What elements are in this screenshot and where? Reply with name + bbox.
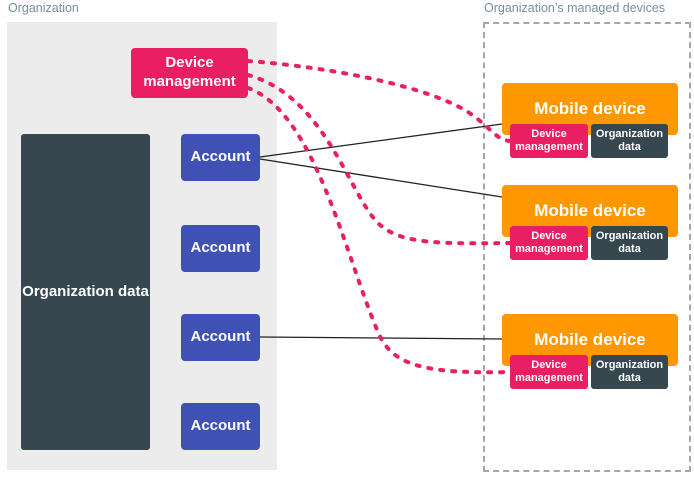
mobile-device-group-1: Mobile device Device management Organiza…	[502, 83, 678, 158]
managed-devices-zone-label: Organization’s managed devices	[484, 1, 666, 15]
mobile-device-2-device-management-box: Device management	[510, 226, 588, 260]
account-box-4: Account	[181, 403, 260, 450]
dotted-devmgmt-device2	[246, 73, 514, 246]
mobile-device-3-device-management-box: Device management	[510, 355, 588, 389]
account-box-1: Account	[181, 134, 260, 181]
mobile-device-1-organization-data-box: Organization data	[591, 124, 668, 158]
mobile-device-1-device-management-box: Device management	[510, 124, 588, 158]
organization-data-box: Organization data	[21, 134, 150, 450]
mobile-device-2-organization-data-box: Organization data	[591, 226, 668, 260]
mobile-device-group-3: Mobile device Device management Organiza…	[502, 314, 678, 389]
line-account3-device3	[259, 336, 503, 340]
mobile-device-group-2: Mobile device Device management Organiza…	[502, 185, 678, 260]
device-management-box: Device management	[131, 48, 248, 98]
dotted-devmgmt-device3	[246, 86, 514, 375]
mobile-device-3-organization-data-box: Organization data	[591, 355, 668, 389]
account-box-2: Account	[181, 225, 260, 272]
organization-panel: Device management Organization data Acco…	[7, 22, 277, 470]
line-account1-device2	[259, 158, 503, 198]
dotted-devmgmt-device1	[246, 59, 514, 143]
account-box-3: Account	[181, 314, 260, 361]
organization-zone-label: Organization	[8, 1, 79, 15]
managed-devices-panel: Mobile device Device management Organiza…	[483, 22, 691, 472]
line-account1-device1	[259, 123, 503, 158]
